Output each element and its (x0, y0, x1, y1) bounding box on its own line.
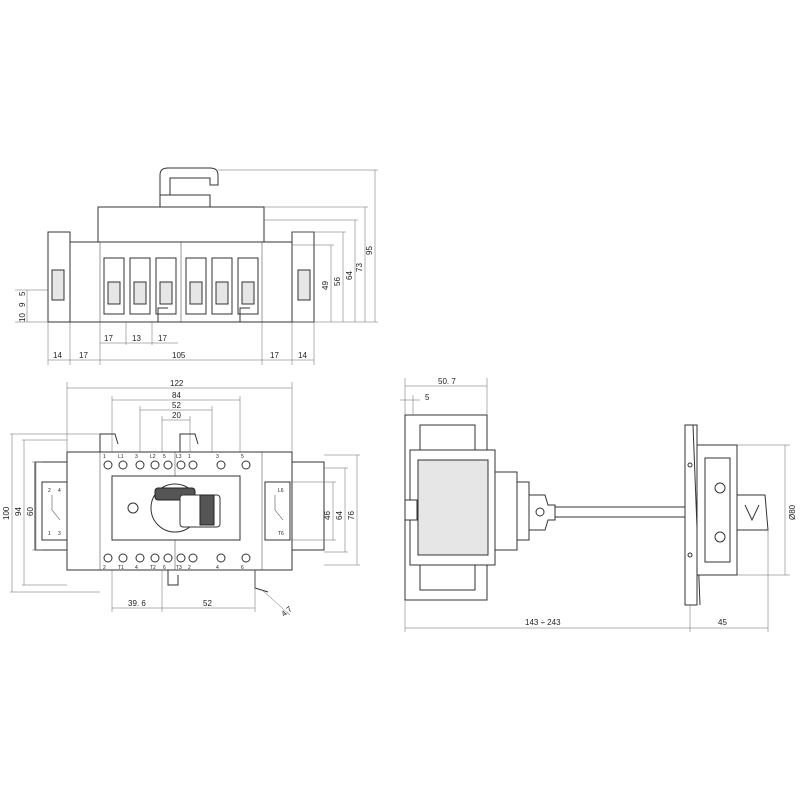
dim-13: 13 (132, 334, 141, 343)
dim-17-right: 17 (270, 351, 279, 360)
pole-label-top: L1 (118, 454, 124, 460)
dim-94: 94 (14, 507, 23, 516)
dim-5-side: 5 (425, 393, 430, 402)
dim-4-7: 4.7 (280, 604, 295, 618)
pole-label-top: L2 (150, 454, 156, 460)
dim-64-right: 64 (335, 511, 344, 520)
top-view-dimensions: 95 73 64 56 49 10 9 5 14 17 17 13 17 105… (15, 169, 378, 365)
aux-label-3: 3 (58, 531, 61, 537)
dim-52-top: 52 (172, 401, 181, 410)
dim-17-b: 17 (158, 334, 167, 343)
side-view (404, 414, 769, 606)
pole-label-bottom: 2 (188, 565, 191, 571)
terminal-screw (135, 553, 145, 563)
terminal-screw (103, 460, 113, 470)
dim-49: 49 (321, 281, 330, 290)
front-view-dimensions: 122 84 52 20 100 94 60 46 (2, 379, 360, 619)
terminal-screw (176, 460, 186, 470)
pole-label-bottom: 2 (103, 565, 106, 571)
dim-5: 5 (18, 291, 27, 296)
dim-76: 76 (347, 511, 356, 520)
dim-52-bottom: 52 (203, 599, 212, 608)
pole-label-top: L3 (176, 454, 182, 460)
dim-9: 9 (18, 302, 27, 307)
pole-label-top: 3 (216, 454, 219, 460)
terminal-screw (176, 553, 186, 563)
dim-20: 20 (172, 411, 181, 420)
aux-label-l6: L6 (278, 488, 284, 494)
pole-label-bottom: T1 (118, 565, 124, 571)
terminal-screw (241, 553, 251, 563)
pole-label-bottom: T2 (150, 565, 156, 571)
dim-50-7: 50. 7 (438, 377, 456, 386)
pole-label-top: 5 (241, 454, 244, 460)
terminal-screw (150, 553, 160, 563)
dim-14-left: 14 (53, 351, 62, 360)
dim-122: 122 (170, 379, 184, 388)
dim-100: 100 (2, 506, 11, 520)
dim-84: 84 (172, 391, 181, 400)
dim-diameter-80: Ø80 (788, 504, 797, 520)
terminal-screw (216, 553, 226, 563)
dim-17-left: 17 (79, 351, 88, 360)
terminal-screw (150, 460, 160, 470)
pole-label-top: 1 (103, 454, 106, 460)
dim-95: 95 (365, 246, 374, 255)
top-view (47, 167, 315, 323)
dim-73: 73 (355, 263, 364, 272)
dim-14-right: 14 (298, 351, 307, 360)
terminal-screw (118, 460, 128, 470)
dim-46: 46 (323, 511, 332, 520)
terminal-screw (135, 460, 145, 470)
terminal-screw (241, 460, 251, 470)
terminal-screw (188, 553, 198, 563)
terminal-screw (163, 460, 173, 470)
aux-label-4: 4 (58, 488, 61, 494)
dim-17-a: 17 (104, 334, 113, 343)
dim-39-6: 39. 6 (128, 599, 146, 608)
aux-label-1: 1 (48, 531, 51, 537)
pole-label-bottom: 6 (241, 565, 244, 571)
pole-label-top: 5 (163, 454, 166, 460)
dim-143-243: 143 ÷ 243 (525, 618, 561, 627)
dim-105: 105 (172, 351, 186, 360)
dim-60: 60 (26, 507, 35, 516)
dim-45: 45 (718, 618, 727, 627)
terminal-screw (103, 553, 113, 563)
pole-label-bottom: 6 (163, 565, 166, 571)
pole-label-bottom: T3 (176, 565, 182, 571)
pole-label-top: 3 (135, 454, 138, 460)
dim-64: 64 (345, 271, 354, 280)
aux-label-2: 2 (48, 488, 51, 494)
aux-label-t6: T6 (278, 531, 284, 537)
side-view-dimensions: 50. 7 5 143 ÷ 243 45 Ø80 (400, 377, 797, 632)
terminal-screw (118, 553, 128, 563)
dim-56: 56 (333, 277, 342, 286)
terminal-screw (163, 553, 173, 563)
dim-10: 10 (18, 313, 27, 322)
pole-label-bottom: 4 (135, 565, 138, 571)
terminal-screw (188, 460, 198, 470)
pole-label-bottom: 4 (216, 565, 219, 571)
terminal-screw (216, 460, 226, 470)
pole-label-top: 1 (188, 454, 191, 460)
